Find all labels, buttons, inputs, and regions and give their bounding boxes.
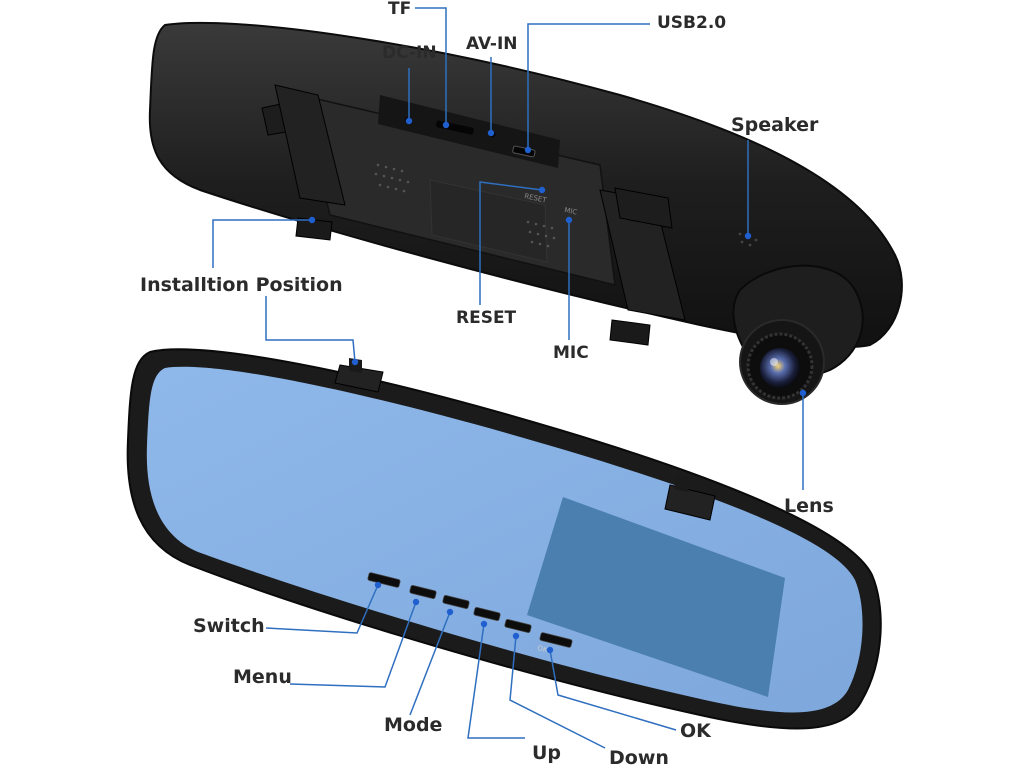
usb-port [512, 145, 536, 158]
speaker-grille-main [738, 232, 758, 247]
mirror-back-view: RESET MIC [148, 21, 903, 405]
leader-installation-top [212, 219, 312, 268]
leader-switch [265, 584, 379, 634]
leader-up [467, 623, 525, 739]
leader-lines [212, 7, 804, 749]
leader-menu [289, 601, 417, 688]
label-up: Up [532, 742, 562, 764]
clip-front-left [334, 364, 384, 393]
label-mic: MIC [553, 343, 589, 363]
label-usb: USB2.0 [657, 13, 727, 33]
clip-left-foot [295, 217, 333, 241]
leader-ok [549, 649, 677, 731]
leader-usb [527, 23, 650, 150]
leader-tf [415, 7, 447, 125]
ok-button[interactable] [539, 632, 573, 648]
label-tf: TF [388, 0, 412, 19]
label-menu: Menu [233, 666, 292, 688]
mirror-front-view: OK [126, 348, 882, 730]
label-lens: Lens [784, 495, 834, 517]
lens-highlight [770, 358, 778, 366]
label-down: Down [609, 747, 669, 769]
leader-reset [479, 181, 543, 305]
up-button[interactable] [473, 606, 501, 622]
display-screen [527, 497, 785, 697]
leader-mode [409, 611, 451, 716]
front-buttons: OK [367, 572, 573, 654]
switch-button[interactable] [367, 572, 401, 588]
label-av-in: AV-IN [466, 34, 518, 54]
connection-dots [308, 117, 807, 654]
label-speaker: Speaker [731, 114, 819, 136]
menu-button[interactable] [409, 584, 437, 600]
leader-down [509, 635, 606, 749]
label-reset: RESET [456, 308, 517, 328]
speaker-grille-left [374, 163, 410, 193]
down-button[interactable] [504, 618, 532, 634]
clip-front-right [664, 484, 716, 521]
lens-glass [760, 348, 800, 388]
label-switch: Switch [193, 615, 265, 637]
leader-installation-front [265, 296, 356, 363]
label-installation-position: Installtion Position [140, 274, 343, 296]
clip-right-upper [614, 187, 673, 229]
clip-front-right-tab [674, 475, 690, 492]
clip-right-foot [609, 319, 651, 346]
ok-button-marking: OK [537, 644, 549, 654]
label-ok: OK [680, 720, 711, 742]
label-dc-in: DC-IN [382, 43, 437, 63]
speaker-grille-right [526, 220, 556, 248]
mic-marking: MIC [564, 206, 578, 217]
clip-left-arm [274, 84, 346, 206]
mode-button[interactable] [442, 594, 470, 610]
reset-recess [429, 179, 548, 263]
label-mode: Mode [384, 714, 443, 736]
